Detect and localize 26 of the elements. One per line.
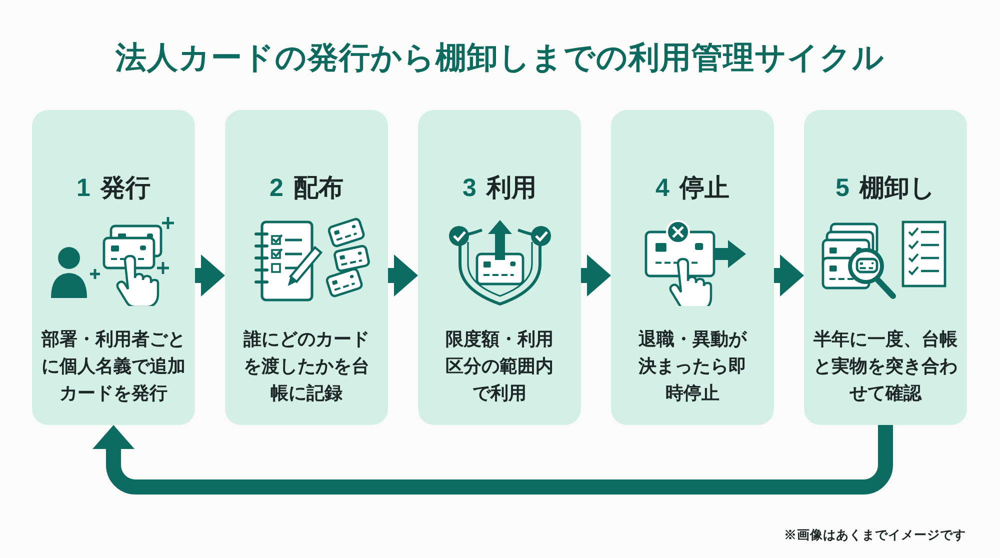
step-card [32, 110, 195, 425]
arrow [774, 254, 804, 296]
step-title: 発行 [100, 173, 150, 204]
step-description: 退職・異動が決まったら即時停止 [637, 328, 748, 405]
arrow [195, 254, 225, 296]
step-description: 誰にどのカードを渡したかを台帳に記録 [242, 328, 370, 405]
step-title: 配布 [293, 173, 344, 204]
step-number: 1 [76, 173, 90, 204]
step-number: 4 [656, 173, 670, 204]
arrow [581, 254, 611, 296]
step-description: 部署・利用者ごとに個人名義で追加カードを発行 [40, 328, 186, 405]
step-description: 限度額・利用区分の範囲内で利用 [444, 328, 554, 405]
step-title: 利用 [486, 173, 536, 204]
step-card [611, 110, 774, 425]
step-card [418, 110, 581, 425]
step-number: 2 [270, 173, 284, 204]
step-card [225, 110, 388, 425]
step-title: 棚卸し [859, 173, 936, 204]
title: 法人カードの発行から棚卸しまでの利用管理サイクル [116, 39, 884, 77]
step-number: 5 [836, 173, 850, 204]
step-number: 3 [462, 173, 476, 204]
step-title: 停止 [679, 173, 730, 204]
step-description: 半年に一度、台帳と実物を突き合わせて確認 [812, 328, 958, 405]
arrow [388, 254, 418, 296]
step-card [804, 110, 967, 425]
footnote: ※画像はあくまでイメージです [784, 527, 966, 543]
